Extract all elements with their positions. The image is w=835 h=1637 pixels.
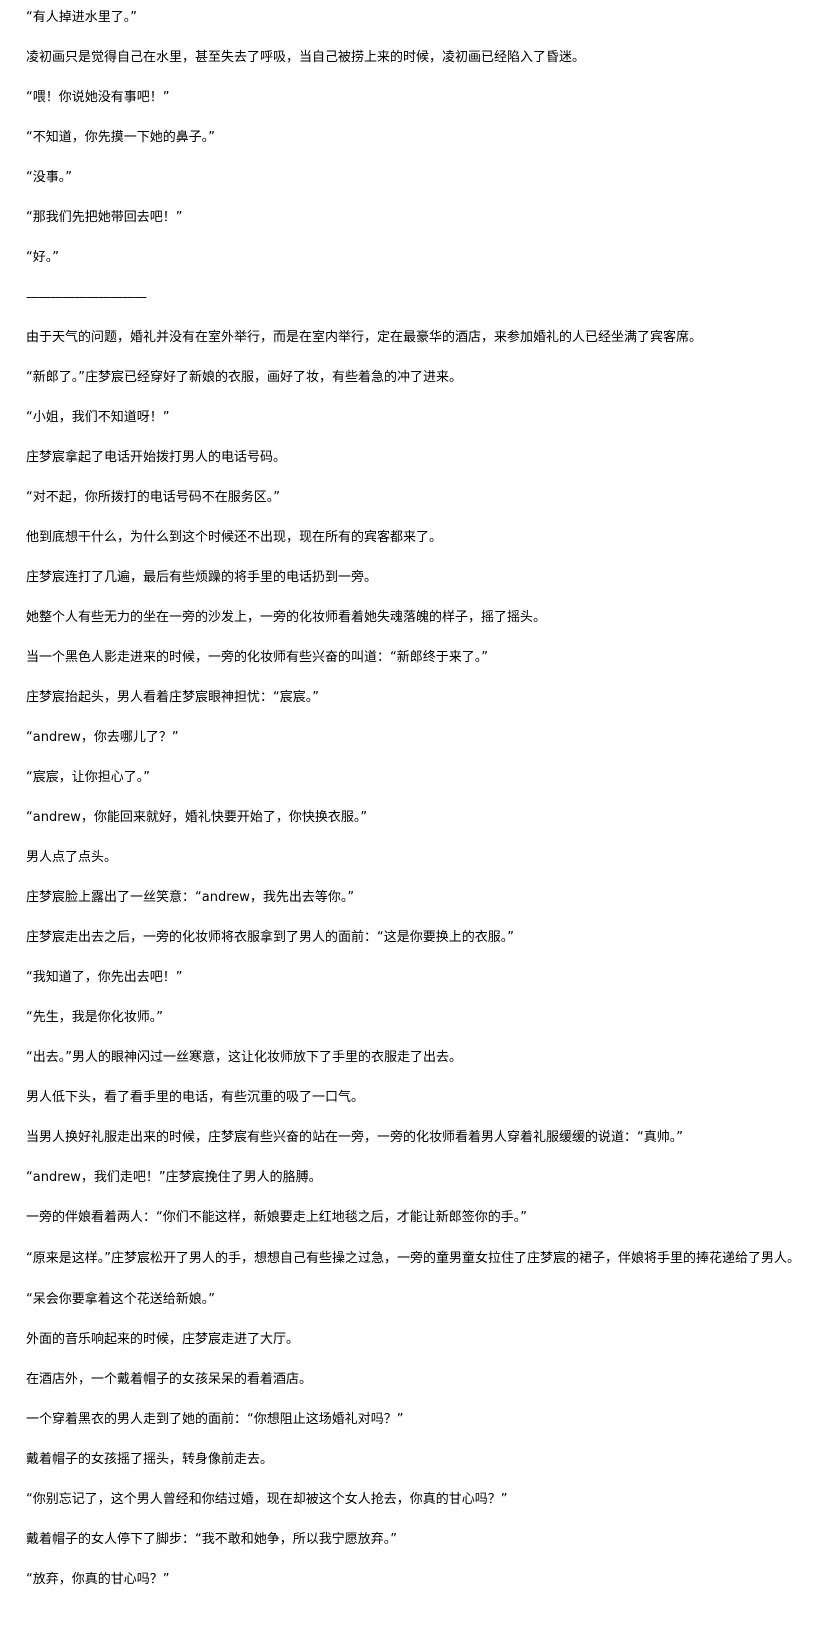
paragraph-36: 一个穿着黑衣的男人走到了她的面前：“你想阻止这场婚礼对吗？”	[26, 1412, 404, 1427]
paragraph-17: 当一个黑色人影走进来的时候，一旁的化妆师有些兴奋的叫道：“新郎终于来了。”	[26, 650, 488, 665]
paragraph-6: “那我们先把她带回去吧！”	[26, 210, 183, 225]
paragraph-13: “对不起，你所拨打的电话号码不在服务区。”	[26, 490, 280, 505]
paragraph-1: “有人掉进水里了。”	[26, 10, 137, 25]
paragraph-3: “喂！你说她没有事吧！”	[26, 90, 170, 105]
paragraph-16: 她整个人有些无力的坐在一旁的沙发上，一旁的化妆师看着她失魂落魄的样子，摇了摇头。	[26, 610, 547, 625]
paragraph-2: 凌初画只是觉得自己在水里，甚至失去了呼吸，当自己被捞上来的时候，凌初画已经陷入了…	[26, 50, 586, 65]
paragraph-30: “andrew，我们走吧！”庄梦宸挽住了男人的胳膊。	[26, 1170, 322, 1185]
paragraph-29: 当男人换好礼服走出来的时候，庄梦宸有些兴奋的站在一旁，一旁的化妆师看着男人穿着礼…	[26, 1130, 683, 1145]
section-divider: ——————————	[26, 290, 147, 305]
paragraph-20: “宸宸，让你担心了。”	[26, 770, 150, 785]
paragraph-32: “原来是这样。”庄梦宸松开了男人的手，想想自己有些操之过急，一旁的童男童女拉住了…	[26, 1251, 800, 1266]
paragraph-10: “新郎了。”庄梦宸已经穿好了新娘的衣服，画好了妆，有些着急的冲了进来。	[26, 370, 462, 385]
paragraph-15: 庄梦宸连打了几遍，最后有些烦躁的将手里的电话扔到一旁。	[26, 570, 378, 585]
paragraph-28: 男人低下头，看了看手里的电话，有些沉重的吸了一口气。	[26, 1090, 365, 1105]
paragraph-25: “我知道了，你先出去吧！”	[26, 970, 183, 985]
paragraph-5: “没事。”	[26, 170, 72, 185]
paragraph-34: 外面的音乐响起来的时候，庄梦宸走进了大厅。	[26, 1332, 300, 1347]
paragraph-18: 庄梦宸抬起头，男人看着庄梦宸眼神担忧：“宸宸。”	[26, 690, 319, 705]
paragraph-27: “出去。”男人的眼神闪过一丝寒意，这让化妆师放下了手里的衣服走了出去。	[26, 1050, 462, 1065]
paragraph-35: 在酒店外，一个戴着帽子的女孩呆呆的看着酒店。	[26, 1372, 313, 1387]
paragraph-9: 由于天气的问题，婚礼并没有在室外举行，而是在室内举行，定在最豪华的酒店，来参加婚…	[26, 330, 703, 345]
paragraph-26: “先生，我是你化妆师。”	[26, 1010, 163, 1025]
paragraph-21: “andrew，你能回来就好，婚礼快要开始了，你快换衣服。”	[26, 810, 368, 825]
paragraph-14: 他到底想干什么，为什么到这个时候还不出现，现在所有的宾客都来了。	[26, 530, 443, 545]
paragraph-39: 戴着帽子的女人停下了脚步：“我不敢和她争，所以我宁愿放弃。”	[26, 1532, 397, 1547]
paragraph-7: “好。”	[26, 250, 59, 265]
paragraph-22: 男人点了点头。	[26, 850, 118, 865]
paragraph-12: 庄梦宸拿起了电话开始拨打男人的电话号码。	[26, 450, 287, 465]
paragraph-37: 戴着帽子的女孩摇了摇头，转身像前走去。	[26, 1452, 274, 1467]
paragraph-19: “andrew，你去哪儿了？”	[26, 730, 179, 745]
paragraph-24: 庄梦宸走出去之后，一旁的化妆师将衣服拿到了男人的面前：“这是你要换上的衣服。”	[26, 930, 514, 945]
paragraph-33: “呆会你要拿着这个花送给新娘。”	[26, 1292, 215, 1307]
paragraph-38: “你别忘记了，这个男人曾经和你结过婚，现在却被这个女人抢去，你真的甘心吗？”	[26, 1492, 508, 1507]
paragraph-4: “不知道，你先摸一下她的鼻子。”	[26, 130, 215, 145]
paragraph-23: 庄梦宸脸上露出了一丝笑意：“andrew，我先出去等你。”	[26, 890, 355, 905]
paragraph-40: “放弃，你真的甘心吗？”	[26, 1572, 170, 1587]
paragraph-11: “小姐，我们不知道呀！”	[26, 410, 170, 425]
paragraph-31: 一旁的伴娘看着两人：“你们不能这样，新娘要走上红地毯之后，才能让新郎签你的手。”	[26, 1210, 527, 1225]
